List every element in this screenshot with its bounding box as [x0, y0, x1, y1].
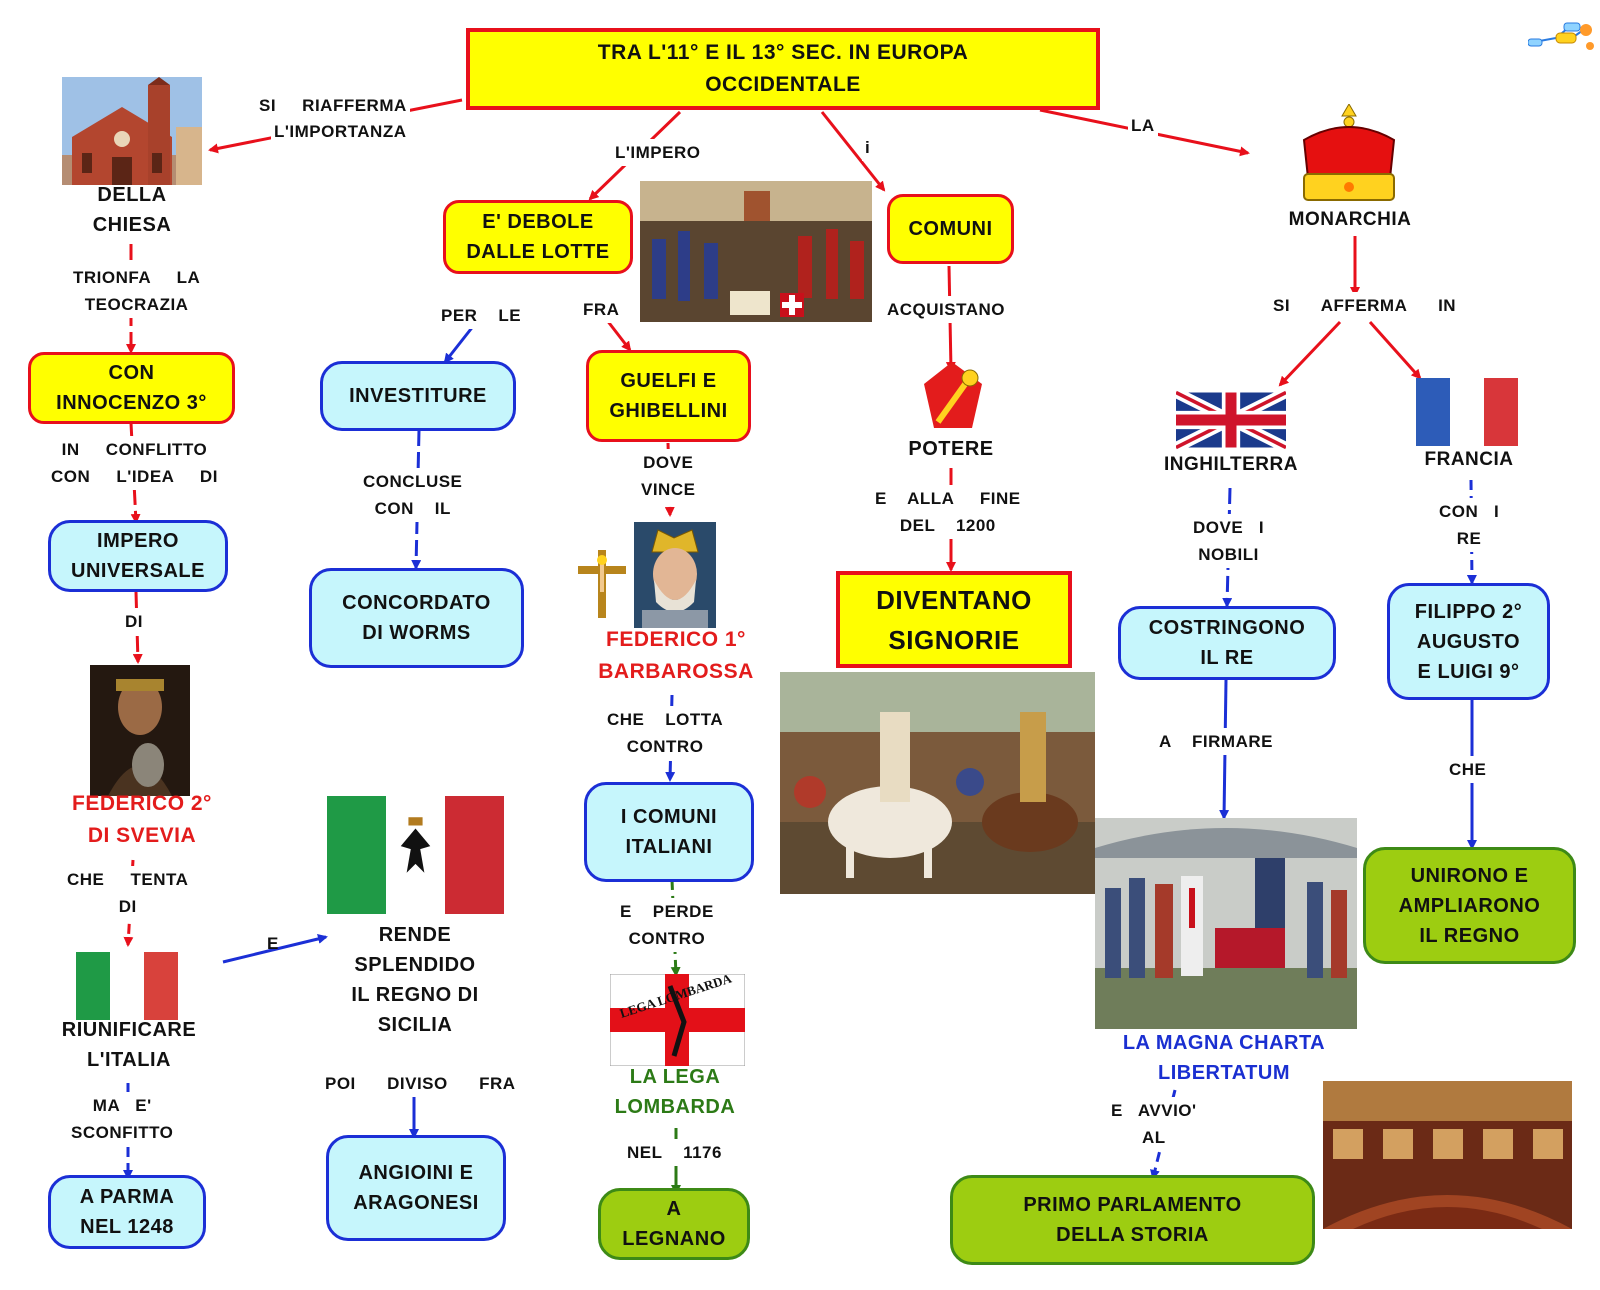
- comuni-italiani-node: I COMUNI ITALIANI: [584, 782, 754, 882]
- link-di: DI: [122, 608, 146, 635]
- link-poi-diviso: POI DIVISO FRA: [322, 1070, 519, 1097]
- investiture-node: INVESTITURE: [320, 361, 516, 431]
- italian-flag-eagle-icon: [327, 796, 504, 914]
- link-conflitto: IN CONFLITTO CON L'IDEA DI: [48, 436, 221, 490]
- mindmap-logo-icon: [1528, 22, 1594, 50]
- magna-charta-node: LA MAGNA CHARTA LIBERTATUM: [1122, 1032, 1326, 1084]
- arrow-rende: [222, 934, 328, 964]
- parma-node: A PARMA NEL 1248: [48, 1175, 206, 1249]
- innocenzo-node: CON INNOCENZO 3°: [28, 352, 235, 424]
- concordato-node: CONCORDATO DI WORMS: [309, 568, 524, 668]
- link-acquistano: ACQUISTANO: [884, 296, 1009, 323]
- link-la: LA: [1128, 112, 1158, 139]
- italian-flag-icon: [76, 952, 178, 1020]
- link-dove-vince: DOVE VINCE: [638, 449, 699, 503]
- french-flag-icon: [1416, 378, 1518, 446]
- link-importanza: L'IMPORTANZA: [271, 118, 410, 145]
- angioini-node: ANGIOINI E ARAGONESI: [326, 1135, 506, 1241]
- rende-node: RENDE SPLENDIDO IL REGNO DI SICILIA: [351, 924, 479, 1036]
- link-avvio: E AVVIO' AL: [1108, 1097, 1200, 1151]
- arrow-francia: [1368, 321, 1422, 380]
- link-afferma: SI AFFERMA IN: [1270, 292, 1460, 319]
- arrow-inghilterra: [1278, 320, 1342, 387]
- crown-icon: [1302, 104, 1396, 201]
- procession-painting-icon: [780, 672, 1095, 894]
- filippo-node: FILIPPO 2° AUGUSTO E LUIGI 9°: [1387, 583, 1550, 700]
- link-e: E: [267, 934, 279, 953]
- legnano-node: A LEGNANO: [598, 1188, 750, 1260]
- parliament-hall-icon: [1323, 1081, 1572, 1229]
- crucifix-icon: [578, 550, 626, 618]
- lega-lombarda-flag-icon: LEGA LOMBARDA: [610, 974, 745, 1066]
- riunificare-node: RIUNIFICARE L'ITALIA: [61, 1019, 197, 1071]
- link-i: i: [862, 134, 874, 161]
- link-trionfa: TRIONFA LA TEOCRAZIA: [70, 264, 204, 318]
- inghilterra-node: INGHILTERRA: [1164, 454, 1298, 475]
- unirono-node: UNIRONO E AMPLIARONO IL REGNO: [1363, 847, 1576, 964]
- debole-node: E' DEBOLE DALLE LOTTE: [443, 200, 633, 274]
- francia-node: FRANCIA: [1424, 449, 1514, 470]
- link-concluse: CONCLUSE CON IL: [360, 468, 466, 522]
- parlamento-node: PRIMO PARLAMENTO DELLA STORIA: [950, 1175, 1315, 1265]
- link-firmare: A FIRMARE: [1156, 728, 1276, 755]
- link-tenta: CHE TENTA DI: [64, 866, 192, 920]
- barbarossa-node: FEDERICO 1° BARBAROSSA: [598, 628, 754, 683]
- arrow-comuni: [820, 111, 886, 192]
- link-sconfitto: MA E' SCONFITTO: [68, 1092, 177, 1146]
- link-fra: FRA: [580, 296, 623, 323]
- chiesa-node: DELLA CHIESA: [92, 184, 172, 236]
- church-icon: [62, 77, 202, 185]
- link-che: CHE: [1446, 756, 1490, 783]
- magna-charta-painting-icon: [1095, 818, 1357, 1029]
- impero-universale-node: IMPERO UNIVERSALE: [48, 520, 228, 592]
- federico2-node: FEDERICO 2° DI SVEVIA: [72, 792, 212, 847]
- lega-lombarda-node: LA LEGA LOMBARDA: [614, 1066, 736, 1118]
- barbarossa-portrait-icon: [634, 522, 716, 628]
- costringono-node: COSTRINGONO IL RE: [1118, 606, 1336, 680]
- main-title: TRA L'11° E IL 13° SEC. IN EUROPA OCCIDE…: [466, 28, 1100, 110]
- guelfi-node: GUELFI E GHIBELLINI: [586, 350, 751, 442]
- link-perde: E PERDE CONTRO: [617, 898, 717, 952]
- scepter-icon: [924, 362, 982, 428]
- emperor-portrait-icon: [90, 665, 190, 796]
- link-per-le: PER LE: [438, 302, 525, 329]
- link-fine-1200: E ALLA FINE DEL 1200: [872, 485, 1024, 539]
- link-lotta: CHE LOTTA CONTRO: [604, 706, 727, 760]
- link-nobili: DOVE I NOBILI: [1190, 514, 1268, 568]
- arrow-riunificare: [123, 859, 135, 947]
- link-con-i-re: CON I RE: [1436, 498, 1503, 552]
- link-impero: L'IMPERO: [612, 139, 704, 166]
- comuni-node: COMUNI: [887, 194, 1014, 264]
- monarchia-node: MONARCHIA: [1288, 209, 1412, 230]
- link-si-riafferma: SI RIAFFERMA: [256, 92, 410, 119]
- union-jack-flag-icon: [1176, 388, 1286, 452]
- signorie-node: DIVENTANO SIGNORIE: [836, 571, 1072, 668]
- potere-node: POTERE: [908, 438, 994, 460]
- link-nel-1176: NEL 1176: [624, 1139, 725, 1166]
- battle-painting-icon: [640, 181, 872, 322]
